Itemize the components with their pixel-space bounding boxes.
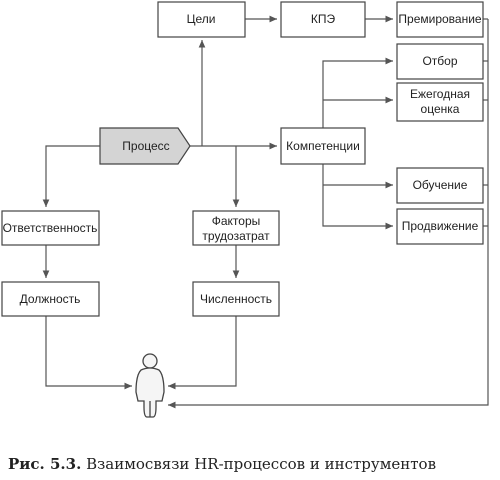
edge-competencies-promotion [322,164,393,230]
position-box [1,281,100,317]
promotion-box [396,208,484,245]
edge-right-person [168,19,489,409]
selection-box [396,43,484,80]
bonus-box [396,1,484,38]
labor-factors-label-line-1: Факторы [212,214,261,228]
headcount-box [192,281,280,317]
labor-factors-box [192,210,280,246]
connectors [42,15,489,409]
figure-caption: Рис. 5.3. Взаимосвязи HR-процессов и инс… [8,455,498,473]
position-label: Должность [20,292,81,306]
labor-factors-label-line-2: трудозатрат [202,229,270,243]
kpi-box [280,1,366,38]
selection-label: Отбор [422,54,457,68]
review-box [396,82,484,122]
responsibility-label: Ответственность [3,221,98,235]
person-icon [135,353,165,418]
caption-label: Рис. 5.3. [8,455,82,473]
edge-process-left [42,145,100,207]
bonus-label: Премирование [398,12,482,26]
promotion-label: Продвижение [402,219,479,233]
caption-text: Взаимосвязи HR-процессов и инструментов [86,455,437,473]
training-label: Обучение [413,178,468,192]
competencies-box [280,127,366,165]
responsibility-box [1,210,100,246]
hr-process-diagram: Процесс Цели КПЭ Премирование Компетенци… [1,1,489,418]
competencies-label: Компетенции [286,139,360,153]
process-box [99,127,191,165]
edge-position-person [45,316,132,390]
goals-label: Цели [187,12,216,26]
headcount-label: Численность [200,292,272,306]
process-label: Процесс [122,139,169,153]
review-label-line-2: оценка [421,102,460,116]
review-label-line-1: Ежегодная [410,87,470,101]
edge-competencies-selection [322,57,393,128]
kpi-label: КПЭ [311,12,336,26]
goals-box [157,1,246,38]
edge-headcount-person [168,316,237,390]
training-box [396,167,484,204]
